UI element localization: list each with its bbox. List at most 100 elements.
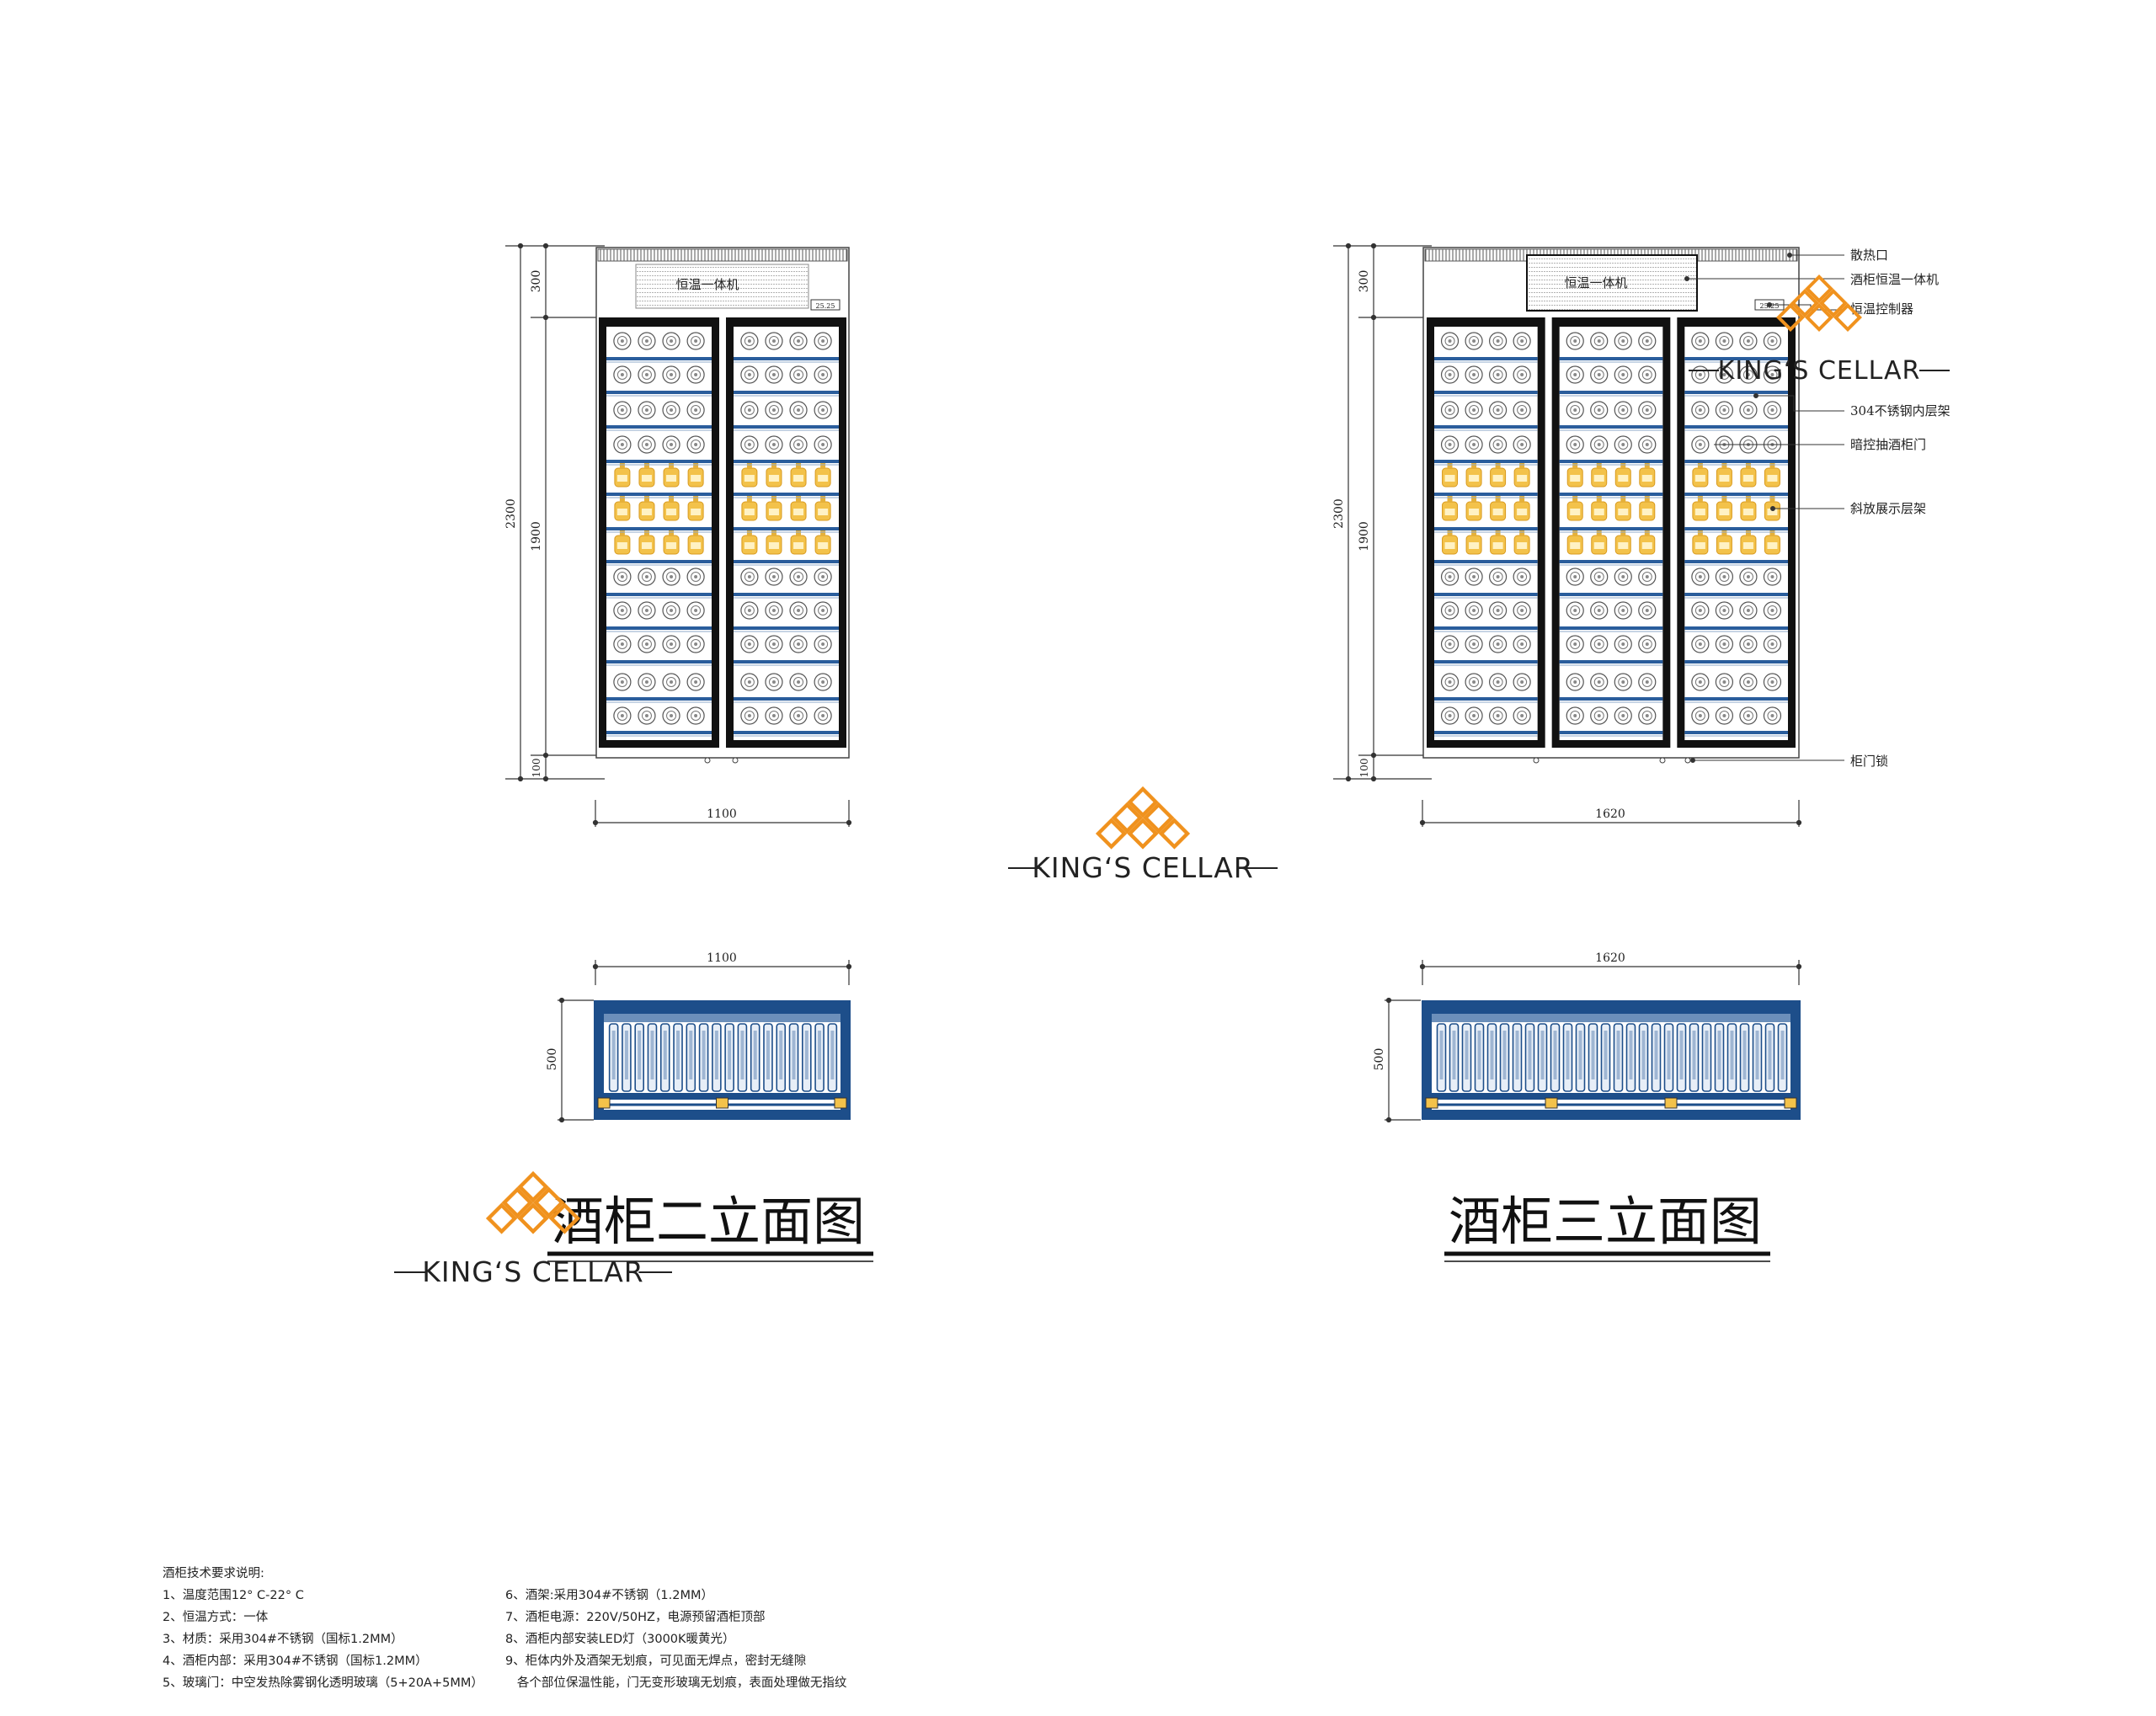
bottle-cork <box>1573 642 1577 646</box>
bottle-cork <box>1496 443 1500 446</box>
notes-line: 5、玻璃门：中空发热除雾钢化透明玻璃（5+20A+5MM） <box>163 1676 483 1690</box>
plan-bottle-neck <box>753 1031 757 1079</box>
bottle-neck <box>1620 495 1626 503</box>
shelf <box>1434 593 1538 596</box>
plan-bottle-neck <box>792 1031 796 1079</box>
bottle-cork <box>694 714 698 717</box>
cabinet-2-dim-100: 100 <box>531 759 542 778</box>
bottle-cork <box>1621 575 1625 578</box>
shelf <box>734 731 839 734</box>
bottle-cork <box>1722 609 1726 612</box>
bottle-cork <box>1597 373 1601 376</box>
shelf <box>1434 660 1538 663</box>
bottle-cork <box>1770 609 1774 612</box>
bottle-label <box>616 475 627 482</box>
bottle-cork <box>1573 408 1577 412</box>
bottle-label <box>818 542 829 549</box>
logo-text: KING‘S CELLAR <box>1718 356 1921 386</box>
bottle-cork <box>1496 373 1500 376</box>
logo-diamond <box>485 1202 518 1234</box>
bottle-cork <box>747 373 751 376</box>
bottle-cork <box>1573 443 1577 446</box>
kings-cellar-logo: KING‘S CELLAR <box>394 1170 672 1288</box>
bottle-neck <box>1495 495 1501 503</box>
cabinet-3-vertical-dimensions <box>1333 242 1432 782</box>
bottle-cork <box>1645 339 1649 343</box>
bottle-cork <box>1722 714 1726 717</box>
plan-hinge <box>1664 1097 1678 1109</box>
plan-bottle-neck <box>1641 1031 1646 1079</box>
plan-bottle-neck <box>1591 1031 1595 1079</box>
bottle-label <box>1641 509 1652 515</box>
bottle-cork <box>1698 714 1702 717</box>
bottle-label <box>1618 542 1629 549</box>
plan-bottle-neck <box>1730 1031 1734 1079</box>
notes-line: 9、柜体内外及酒架无划痕，可见面无焊点，密封无缝隙 <box>505 1655 807 1668</box>
bottle-cork <box>1573 339 1577 343</box>
bottle-label <box>1517 509 1528 515</box>
bottle-cork <box>1448 339 1452 343</box>
bottle-neck <box>1447 495 1453 503</box>
bottle-label <box>1719 509 1730 515</box>
bottle-cork <box>1645 373 1649 376</box>
bottle-cork <box>747 714 751 717</box>
bottle-cork <box>620 339 624 343</box>
bottle-cork <box>1472 443 1476 446</box>
cabinet-2-dim-1900: 1900 <box>530 521 543 552</box>
callout-vent: 散热口 <box>1850 248 1888 263</box>
bottle-label <box>1444 542 1455 549</box>
shelf <box>1684 560 1788 563</box>
cabinet-3-unit-box <box>1526 254 1698 312</box>
logo-diamond <box>1805 274 1833 303</box>
plan-bottle-neck <box>650 1031 654 1079</box>
bottle-label <box>641 542 652 549</box>
plan-bottle-neck <box>1780 1031 1785 1079</box>
bottle-neck <box>1769 495 1775 503</box>
bottle-cork <box>1573 373 1577 376</box>
cabinet-2-plan-dim-width: 1100 <box>707 951 737 965</box>
cabinet-2-vertical-dimensions <box>505 242 605 782</box>
bottle-cork <box>620 642 624 646</box>
kings-cellar-logo: KING‘S CELLAR <box>1689 274 1950 386</box>
bottle-label <box>616 509 627 515</box>
bottle-cork <box>644 339 648 343</box>
bottle-neck <box>693 495 699 503</box>
cabinet-2-plan-dimensions <box>558 960 852 1123</box>
plan-bottle-neck <box>1667 1031 1671 1079</box>
bottle-neck <box>1745 495 1751 503</box>
callout-controller: 恒温控制器 <box>1850 301 1913 317</box>
bottle-label <box>1742 475 1753 482</box>
bottle-cork <box>1770 339 1774 343</box>
shelf <box>606 660 712 663</box>
logo-diamond <box>501 1186 533 1218</box>
shelf <box>734 527 839 530</box>
bottle-cork <box>821 575 825 578</box>
bottle-cork <box>1520 680 1524 684</box>
bottle-cork <box>644 443 648 446</box>
bottle-cork <box>1597 443 1601 446</box>
logo-diamond <box>1095 818 1128 850</box>
logo-diamond <box>533 1186 565 1218</box>
bottle-cork <box>1520 408 1524 412</box>
bottle-neck <box>1644 495 1650 503</box>
bottle-label <box>1492 542 1503 549</box>
notes-line: 各个部位保温性能，门无变形玻璃无划痕，表面处理做无指纹 <box>505 1676 847 1690</box>
bottle-label <box>768 542 779 549</box>
bottle-cork <box>1698 408 1702 412</box>
bottle-cork <box>821 680 825 684</box>
bottle-cork <box>1448 373 1452 376</box>
cabinet-3-lock <box>1533 757 1540 764</box>
shelf <box>1434 425 1538 429</box>
bottle-cork <box>1698 575 1702 578</box>
plan-bottle-neck <box>1439 1031 1444 1079</box>
bottle-cork <box>1645 609 1649 612</box>
bottle-cork <box>1645 443 1649 446</box>
bottle-neck <box>1721 495 1727 503</box>
plan-hinge <box>1545 1097 1558 1109</box>
plan-back-rail <box>1432 1014 1790 1022</box>
plan-bottle-neck <box>1553 1031 1557 1079</box>
bottle-cork <box>1698 642 1702 646</box>
bottle-label <box>1469 509 1480 515</box>
shelf <box>734 425 839 429</box>
